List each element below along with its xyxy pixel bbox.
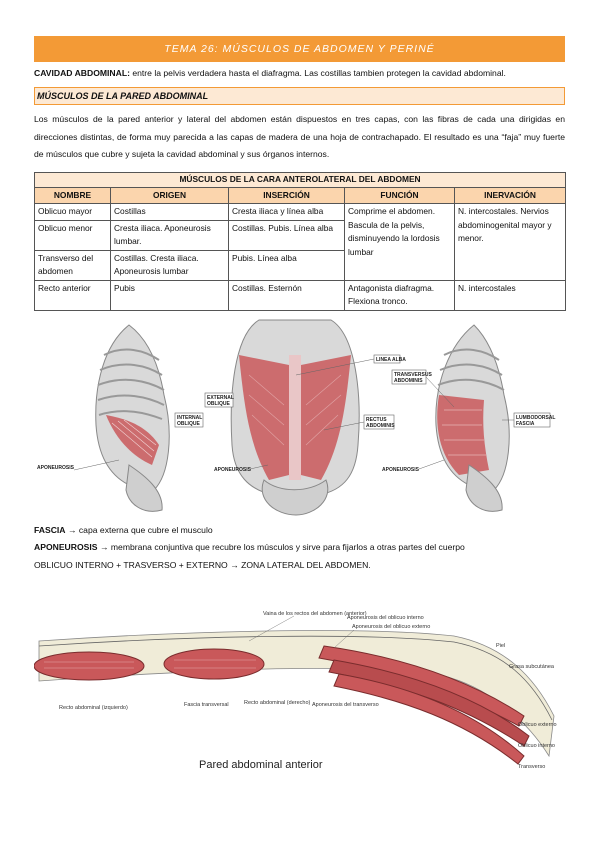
col-header: ORIGEN xyxy=(110,186,229,205)
cell-origen: Pubis xyxy=(110,279,229,311)
label-apon-ext: Aponeurosis del oblicuo externo xyxy=(352,624,430,630)
cavidad-text: entre la pelvis verdadera hasta el diafr… xyxy=(129,68,506,78)
table-header-row: NOMBRE ORIGEN INSERCIÓN FUNCIÓN INERVACI… xyxy=(34,186,567,205)
label-aponeurosis-left: APONEUROSIS xyxy=(37,465,75,471)
page-title: TEMA 26: MÚSCULOS DE ABDOMEN Y PERINÉ xyxy=(34,36,565,62)
definitions: FASCIA → capa externa que cubre el muscu… xyxy=(34,522,565,575)
cell-insercion: Costillas. Esternón xyxy=(228,279,345,311)
table-row: Oblicuo menor Cresta iliaca. Aponeurosis… xyxy=(34,219,566,251)
label-recto-izq: Recto abdominal (izquierdo) xyxy=(59,705,128,711)
cell-nombre: Recto anterior xyxy=(34,279,111,311)
cell-funcion: Antagonista diafragma. Flexiona tronco. xyxy=(344,279,455,311)
table-row: Oblicuo mayor Costillas Cresta iliaca y … xyxy=(34,203,567,281)
section-heading: MÚSCULOS DE LA PARED ABDOMINAL xyxy=(34,87,565,105)
cell-funcion-shared: Comprime el abdomen. Bascula de la pelvi… xyxy=(344,203,455,281)
label-obl-ext: Oblicuo externo xyxy=(518,722,557,728)
cell-origen: Costillas. Cresta iliaca. Aponeurosis lu… xyxy=(110,249,229,281)
figure-caption: Pared abdominal anterior xyxy=(199,759,323,771)
svg-text:RECTUS: RECTUS xyxy=(366,417,387,423)
cell-insercion: Costillas. Pubis. Línea alba xyxy=(228,219,345,251)
table-row: Transverso del abdomen Costillas. Cresta… xyxy=(34,249,566,281)
col-header: INERVACIÓN xyxy=(453,186,567,205)
abdominal-wall-illustration: Vaina de los rectos del abdomen (anterio… xyxy=(33,611,557,771)
label-obl-int: Oblicuo interno xyxy=(518,743,555,749)
label-aponeurosis-center: APONEUROSIS xyxy=(214,467,252,473)
cell-insercion: Cresta iliaca y línea alba xyxy=(228,203,345,221)
aponeurosis-definition: APONEUROSIS → membrana conjuntiva que re… xyxy=(34,542,465,553)
intro-paragraph: Los músculos de la pared anterior y late… xyxy=(34,114,565,159)
svg-text:OBLIQUE: OBLIQUE xyxy=(207,401,230,407)
svg-text:OBLIQUE: OBLIQUE xyxy=(177,421,200,427)
cell-origen: Cresta iliaca. Aponeurosis lumbar. xyxy=(110,219,229,251)
label-transverso: Transverso xyxy=(518,764,545,770)
cell-insercion: Pubis. Línea alba xyxy=(228,249,345,281)
table-row: Recto anterior Pubis Costillas. Esternón… xyxy=(34,279,567,311)
svg-text:EXTERNAL: EXTERNAL xyxy=(207,395,234,401)
svg-text:ABDOMINIS: ABDOMINIS xyxy=(394,378,423,384)
cell-nombre: Oblicuo mayor xyxy=(34,203,111,221)
label-apon-int: Aponeurosis del oblicuo interno xyxy=(347,615,424,621)
label-aponeurosis-right: APONEUROSIS xyxy=(382,467,420,473)
col-header: FUNCIÓN xyxy=(344,186,455,205)
fascia-definition: FASCIA → capa externa que cubre el muscu… xyxy=(34,524,213,535)
svg-text:INTERNAL: INTERNAL xyxy=(177,415,202,421)
cell-inervacion-shared: N. intercostales. Nervios abdominogenita… xyxy=(453,203,567,281)
cell-origen: Costillas xyxy=(110,203,229,221)
arrow-icon: → xyxy=(67,524,77,535)
label-vaina: Vaina de los rectos del abdomen (anterio… xyxy=(263,611,367,617)
cavidad-term: CAVIDAD ABDOMINAL: xyxy=(34,68,130,78)
arrow-icon: → xyxy=(230,559,239,570)
col-header: NOMBRE xyxy=(34,186,111,205)
arrow-icon: → xyxy=(99,542,109,553)
muscle-table: MÚSCULOS DE LA CARA ANTEROLATERAL DEL AB… xyxy=(33,172,567,311)
label-fascia-trans: Fascia transversal xyxy=(184,702,229,708)
svg-text:TRANSVERSUS: TRANSVERSUS xyxy=(394,372,432,378)
label-linea-alba: LINEA ALBA xyxy=(376,357,406,363)
label-recto-der: Recto abdominal (derecho) xyxy=(244,700,311,706)
col-header: INSERCIÓN xyxy=(228,186,345,205)
table-caption: MÚSCULOS DE LA CARA ANTEROLATERAL DEL AB… xyxy=(33,172,567,188)
cell-inervacion: N. intercostales xyxy=(453,279,567,311)
cell-nombre: Transverso del abdomen xyxy=(34,249,111,281)
label-piel: Piel xyxy=(496,643,505,649)
cell-nombre: Oblicuo menor xyxy=(34,219,111,251)
label-apon-trans: Aponeurosis del transverso xyxy=(312,702,379,708)
cavidad-paragraph: CAVIDAD ABDOMINAL: entre la pelvis verda… xyxy=(34,65,565,81)
svg-text:ABDOMINIS: ABDOMINIS xyxy=(366,423,395,429)
label-grasa: Grasa subcutánea xyxy=(509,664,555,670)
svg-text:LUMBODORSAL: LUMBODORSAL xyxy=(516,415,555,421)
zona-lateral-line: OBLICUO INTERNO + TRASVERSO + EXTERNO → … xyxy=(34,559,371,570)
svg-text:FASCIA: FASCIA xyxy=(516,421,535,427)
document-page: TEMA 26: MÚSCULOS DE ABDOMEN Y PERINÉ CA… xyxy=(33,36,567,796)
abdominal-wall-figure: Vaina de los rectos del abdomen (anterio… xyxy=(33,596,565,796)
